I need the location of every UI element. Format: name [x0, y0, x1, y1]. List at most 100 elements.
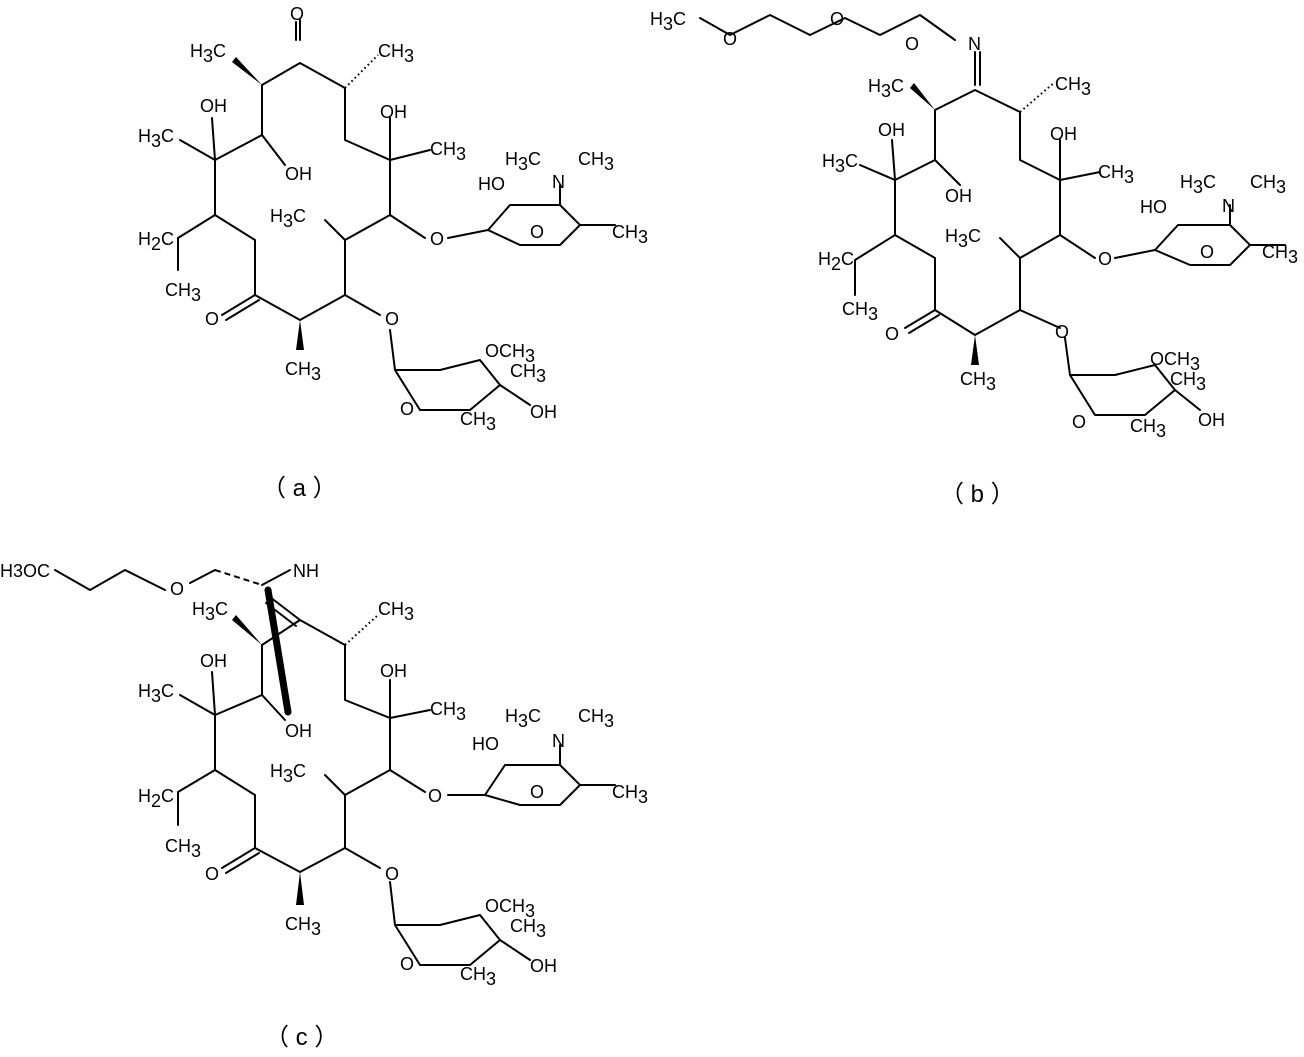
structure-b: H3C O O O N H3C CH3 OH OH H3C CH3 OH H3C… [650, 9, 1298, 508]
atom-label: H3C [505, 149, 541, 174]
atom-label: O [385, 309, 399, 329]
sugar-upper-a [447, 184, 616, 246]
bridge-bond-c [264, 586, 292, 716]
sugar-upper-b [1114, 204, 1286, 266]
atom-label: H3C [650, 9, 686, 34]
atom-label: CH3 [285, 359, 321, 384]
atom-label: CH3 [378, 41, 414, 66]
atom-label: CH3 [612, 222, 648, 247]
panel-caption-c: （ c ） [265, 1024, 338, 1051]
ring-bonds-a [177, 19, 431, 321]
stereo-bonds-a [232, 54, 379, 350]
atom-label: CH3 [1130, 416, 1166, 441]
atom-label: O [1098, 249, 1112, 269]
atom-label: O [290, 4, 304, 24]
stereo-bonds-b [910, 81, 1056, 365]
atom-label: CH3 [578, 149, 614, 174]
atom-label: CH3 [430, 139, 466, 164]
atom-label: HO [478, 174, 505, 194]
atom-label: O [885, 324, 899, 344]
atom-label: OH [878, 120, 905, 140]
atom-label: N [552, 731, 565, 751]
side-chain-c [54, 569, 291, 591]
atom-label: N [968, 34, 981, 54]
ring-bonds-c [177, 596, 431, 874]
atom-label: CH3 [510, 361, 546, 386]
atom-label: HO [1140, 197, 1167, 217]
atom-label: OH [530, 956, 557, 976]
atom-label: H2C [138, 229, 174, 254]
atom-label: CH3 [460, 409, 496, 434]
sugar-lower-c [389, 881, 531, 966]
ring-bonds-b [854, 89, 1101, 336]
atom-label: CH3 [612, 782, 648, 807]
atom-label: OH [200, 96, 227, 116]
atom-label: O [530, 222, 544, 242]
atom-label: CH3 [430, 699, 466, 724]
atom-label: O [205, 864, 219, 884]
atom-label: H3C [270, 761, 306, 786]
atom-label: H3C [945, 226, 981, 251]
atom-label: H3C [822, 151, 858, 176]
atom-label: CH3 [578, 706, 614, 731]
atom-label: H2C [138, 786, 174, 811]
atom-label: CH3 [165, 280, 201, 305]
sugar-lower-b [1064, 337, 1201, 416]
atom-label: CH3 [285, 914, 321, 939]
panel-caption-b: （ b ） [940, 481, 1015, 508]
atom-label: O [205, 309, 219, 329]
atom-label: CH3 [842, 299, 878, 324]
structure-c: H3OC O NH H3C CH3 OH OH H3C CH3 OH H3C C… [0, 561, 648, 1051]
atom-label: OCH3 [485, 341, 535, 366]
atom-label: H2C [818, 249, 854, 274]
atom-label: H3C [138, 681, 174, 706]
atom-label: O [428, 786, 442, 806]
atom-label: H3C [190, 41, 226, 66]
structure-a: O H3C CH3 OH OH H3C CH3 OH H3C CH3 N HO … [138, 4, 648, 502]
atom-label: CH3 [1170, 369, 1206, 394]
atom-label: H3C [868, 76, 904, 101]
sugar-upper-c [447, 744, 616, 806]
atom-label: CH3 [165, 836, 201, 861]
atom-label: O [400, 954, 414, 974]
atom-label: OH [380, 102, 407, 122]
atom-label: OCH3 [485, 896, 535, 921]
stereo-bonds-c [232, 614, 379, 905]
panel-caption-a: （ a ） [262, 475, 337, 502]
atom-label: CH3 [510, 916, 546, 941]
atom-label: O [430, 229, 444, 249]
atom-label: CH3 [1262, 242, 1298, 267]
atom-label: O [905, 34, 919, 54]
atom-label: CH3 [378, 599, 414, 624]
atom-label: OH [945, 186, 972, 206]
atom-label: OH [200, 651, 227, 671]
atom-label: N [552, 172, 565, 192]
atom-label: NH [293, 561, 319, 581]
atom-label: CH3 [1250, 172, 1286, 197]
atom-label: H3OC [0, 561, 50, 581]
atom-label: OH [1198, 410, 1225, 430]
atom-label: H3C [138, 126, 174, 151]
atom-label: CH3 [1098, 162, 1134, 187]
atom-label: CH3 [1055, 74, 1091, 99]
atom-label: N [1222, 196, 1235, 216]
side-chain-b [699, 14, 981, 86]
atom-label: O [530, 782, 544, 802]
atom-label: O [170, 579, 184, 599]
atom-label: OH [285, 721, 312, 741]
atom-label: O [1200, 242, 1214, 262]
atom-label: HO [472, 734, 499, 754]
atom-label: OH [530, 402, 557, 422]
atom-label: OH [1050, 124, 1077, 144]
atom-label: H3C [1180, 172, 1216, 197]
atom-label: O [385, 864, 399, 884]
atom-label: H3C [270, 206, 306, 231]
atom-label: H3C [505, 706, 541, 731]
atom-label: O [400, 399, 414, 419]
atom-label: CH3 [960, 369, 996, 394]
atom-label: H3C [192, 599, 228, 624]
atom-label: OCH3 [1150, 349, 1200, 374]
atom-label: CH3 [460, 964, 496, 989]
sugar-lower-a [389, 329, 531, 411]
